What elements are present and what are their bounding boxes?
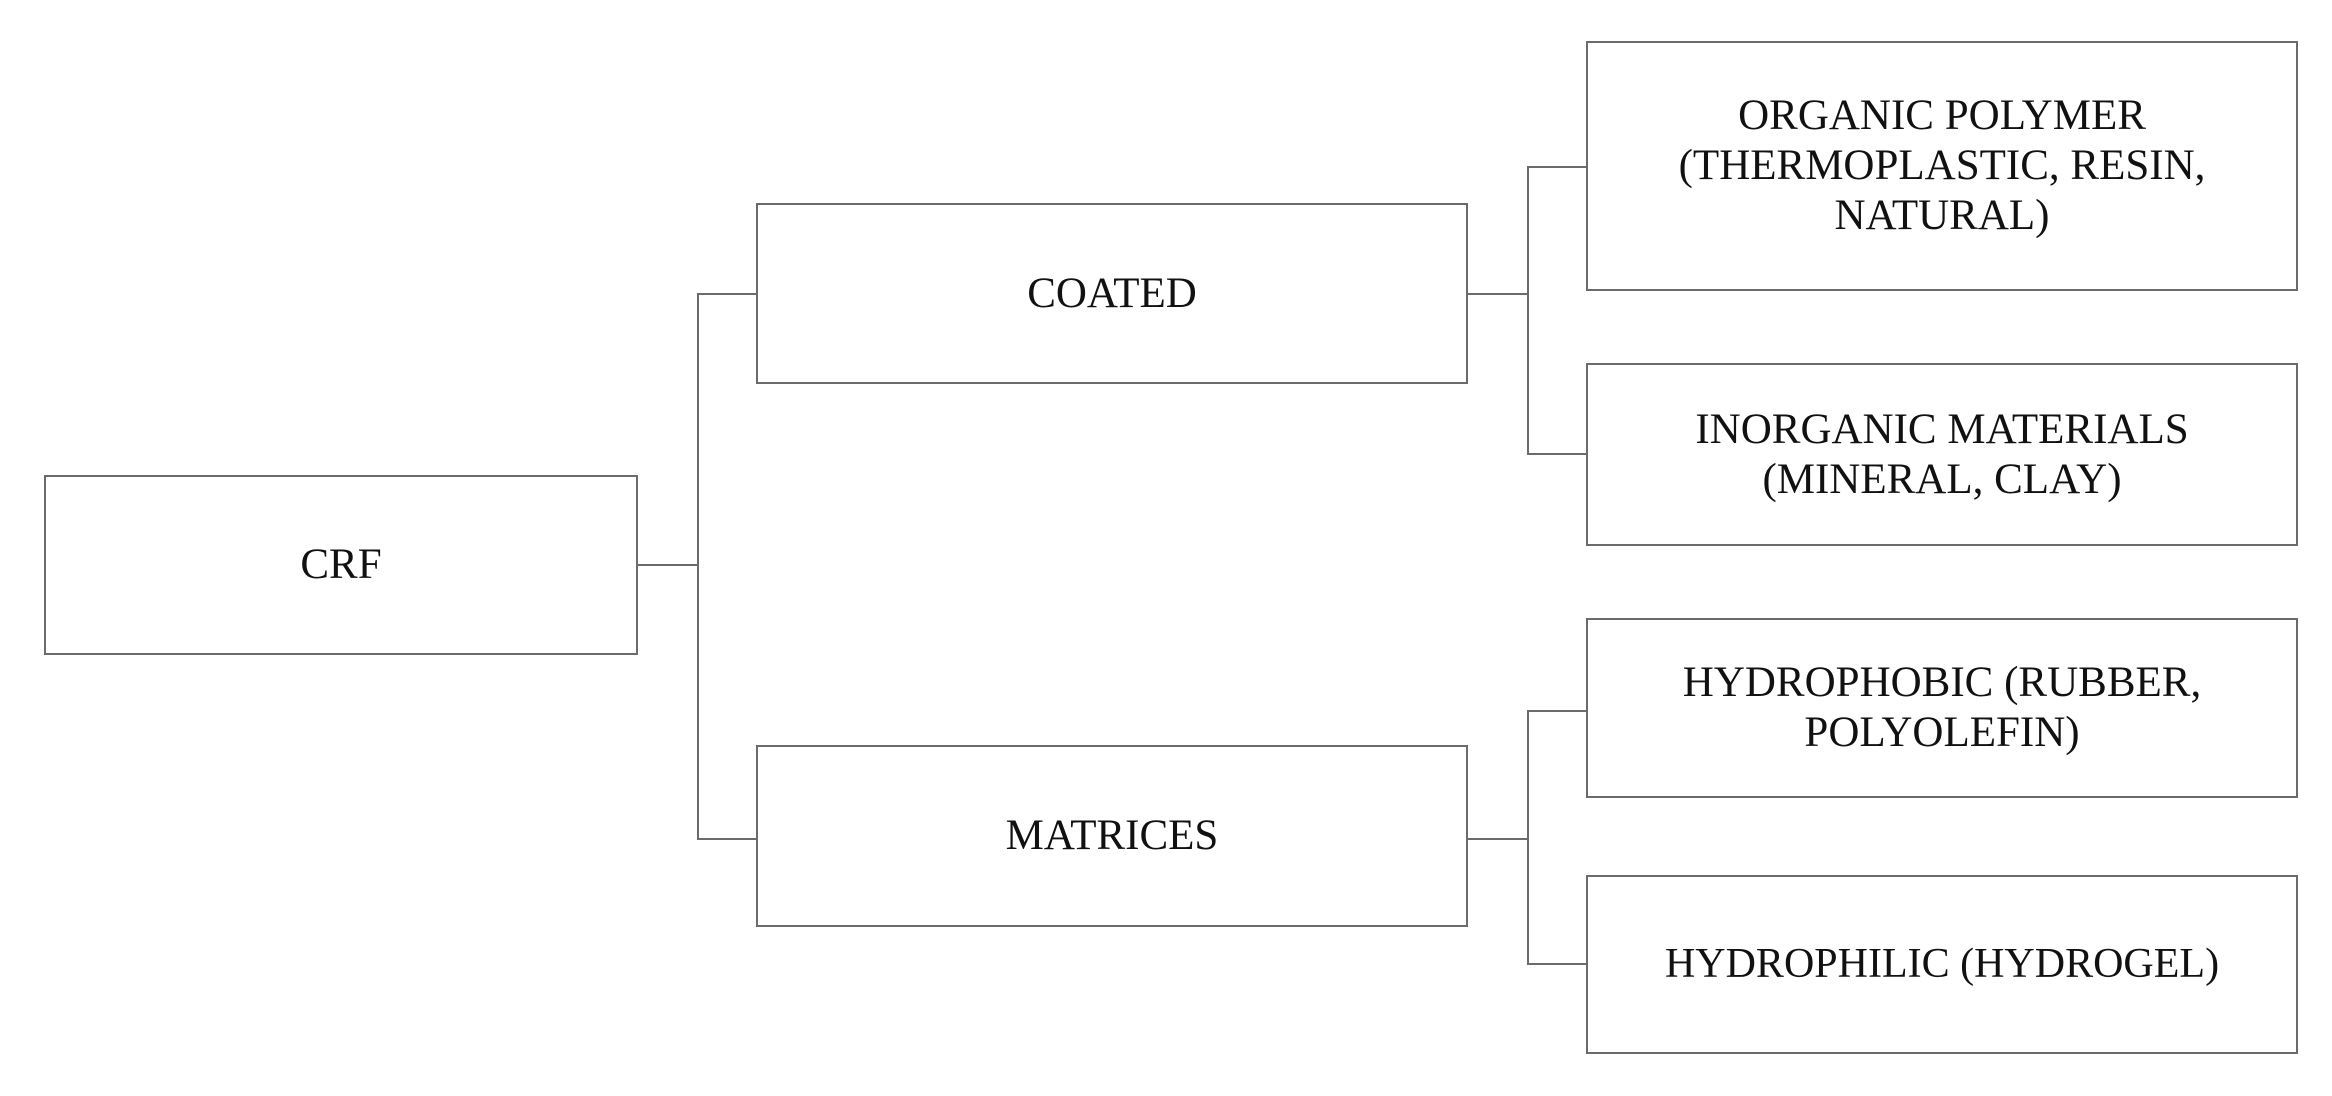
edge-spine-to-inorganic (1527, 453, 1588, 455)
edge-matrices-spine-vertical (1527, 710, 1529, 965)
edge-coated-spine-vertical (1527, 166, 1529, 455)
edge-spine-to-hydrophobic (1527, 710, 1588, 712)
node-matrices-label: MATRICES (1005, 812, 1219, 860)
edge-matrices-to-spine (1468, 838, 1529, 840)
node-hydrophilic[interactable]: HYDROPHILIC (HYDROGEL) (1586, 875, 2298, 1054)
edge-spine-to-organic (1527, 166, 1588, 168)
edge-trunk-to-coated (697, 293, 758, 295)
node-coated-label: COATED (1027, 269, 1197, 317)
node-hydrophobic-label: HYDROPHOBIC (RUBBER, POLYOLEFIN) (1682, 659, 2202, 756)
node-organic-polymer[interactable]: ORGANIC POLYMER (THERMOPLASTIC, RESIN, N… (1586, 41, 2298, 291)
node-coated[interactable]: COATED (756, 203, 1468, 384)
node-crf-label: CRF (300, 541, 382, 589)
edge-spine-to-hydrophilic (1527, 963, 1588, 965)
edge-trunk-vertical (697, 293, 699, 840)
node-inorganic-materials-label: INORGANIC MATERIALS (MINERAL, CLAY) (1695, 405, 2189, 503)
node-inorganic-materials[interactable]: INORGANIC MATERIALS (MINERAL, CLAY) (1586, 363, 2298, 546)
node-crf[interactable]: CRF (44, 475, 638, 655)
node-hydrophilic-label: HYDROPHILIC (HYDROGEL) (1664, 941, 2220, 988)
edge-crf-to-trunk (638, 564, 699, 566)
node-hydrophobic[interactable]: HYDROPHOBIC (RUBBER, POLYOLEFIN) (1586, 618, 2298, 798)
node-organic-polymer-label: ORGANIC POLYMER (THERMOPLASTIC, RESIN, N… (1678, 92, 2206, 239)
edge-coated-to-spine (1468, 293, 1529, 295)
edge-trunk-to-matrices (697, 838, 758, 840)
node-matrices[interactable]: MATRICES (756, 745, 1468, 927)
